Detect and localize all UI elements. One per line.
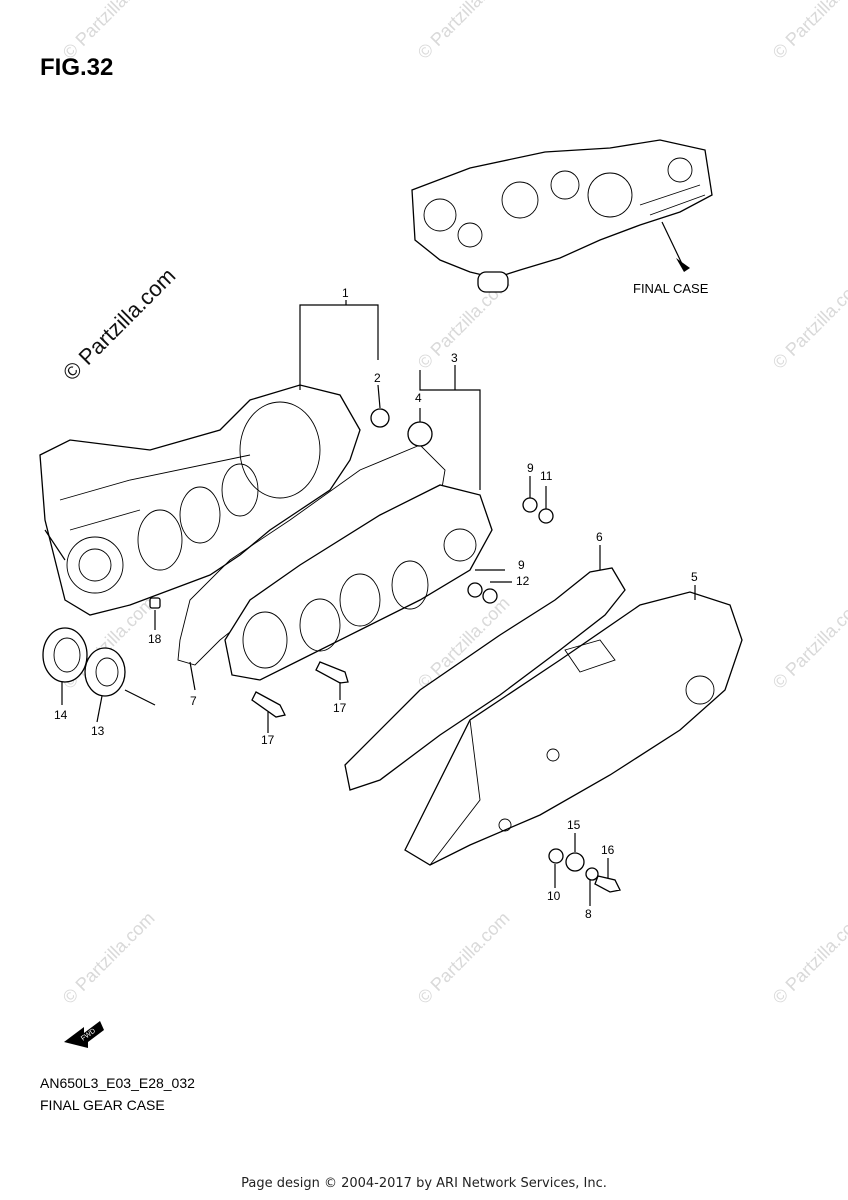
watermark-text: © Partzilla.com (769, 0, 848, 63)
part-1-gear-case-left (39, 384, 361, 616)
part-6-cover-plate (344, 567, 626, 791)
part-9-washer (522, 497, 538, 513)
part-18-dowel (149, 597, 161, 609)
part-17-bolt (315, 661, 349, 684)
figure-name: FINAL GEAR CASE (40, 1097, 165, 1113)
watermark-text: © Partzilla.com (59, 0, 159, 63)
leader-lines (44, 300, 696, 906)
final-case-label: FINAL CASE (633, 281, 709, 296)
callout-9: 9 (518, 558, 525, 572)
part-3-gear-case-cover (224, 484, 493, 681)
watermark-text: © Partzilla.com (414, 0, 514, 63)
watermark-text: © Partzilla.com (769, 593, 848, 693)
callout-6: 6 (596, 530, 603, 544)
callout-16: 16 (601, 843, 615, 857)
callouts: 1 2 3 4 9 11 9 12 6 5 18 7 14 13 17 17 1… (54, 286, 698, 921)
figure-title: FIG.32 (40, 54, 114, 81)
part-2-dowel (370, 408, 390, 428)
watermark-text: © Partzilla.com (769, 908, 848, 1008)
fwd-arrow-icon: FWD (64, 1021, 104, 1048)
callout-5: 5 (691, 570, 698, 584)
watermark-text: © Partzilla.com (769, 273, 848, 373)
callout-13: 13 (91, 724, 105, 738)
part-13-oil-seal (84, 647, 126, 697)
part-4-dowel (407, 421, 433, 447)
figure-code: AN650L3_E03_E28_032 (40, 1075, 195, 1091)
callout-15: 15 (567, 818, 581, 832)
part-5-outer-cover (404, 591, 743, 866)
callout-3: 3 (451, 351, 458, 365)
watermark-text: © Partzilla.com (59, 908, 159, 1008)
callout-9: 9 (527, 461, 534, 475)
callout-17: 17 (261, 733, 275, 747)
part-12-plug (482, 588, 498, 604)
callout-10: 10 (547, 889, 561, 903)
part-9-washer (467, 582, 483, 598)
callout-7: 7 (190, 694, 197, 708)
callout-2: 2 (374, 371, 381, 385)
part-11-plug (538, 508, 554, 524)
part-15-collar (565, 852, 585, 872)
watermark-text: © Partzilla.com (414, 908, 514, 1008)
callout-17: 17 (333, 701, 347, 715)
watermark-main: © Partzilla.com (58, 263, 181, 386)
callout-11: 11 (540, 469, 553, 483)
callout-8: 8 (585, 907, 592, 921)
part-16-bolt (594, 875, 621, 893)
callout-12: 12 (516, 574, 530, 588)
page-credit: Page design © 2004-2017 by ARI Network S… (241, 1176, 607, 1191)
callout-18: 18 (148, 632, 162, 646)
part-14-oil-seal (42, 627, 88, 683)
part-10-grommet (548, 848, 564, 864)
callout-14: 14 (54, 708, 68, 722)
part-8-washer (585, 867, 599, 881)
callout-1: 1 (342, 286, 349, 300)
callout-4: 4 (415, 391, 422, 405)
final-case-reference-image (411, 139, 713, 293)
part-17-bolt (251, 691, 286, 718)
